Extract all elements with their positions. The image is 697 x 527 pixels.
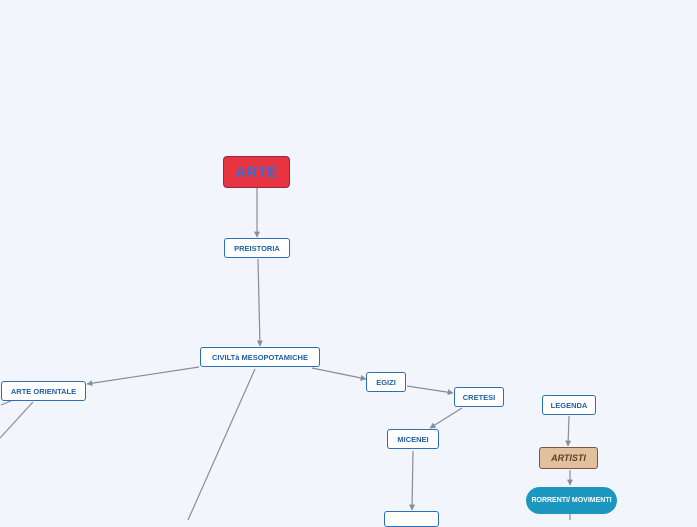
node-partial-bottom[interactable] [384, 511, 439, 527]
root-node-arte[interactable]: ARTE [223, 156, 290, 188]
edge-arte-orientale-left [0, 400, 12, 406]
node-artisti[interactable]: ARTISTI [539, 447, 598, 469]
edge-mesopotamiche-egizi [311, 367, 367, 381]
node-arte-orientale[interactable]: ARTE ORIENTALE [1, 381, 86, 401]
node-preistoria[interactable]: PREISTORIA [224, 238, 290, 258]
edge-egizi-cretesi [406, 385, 454, 396]
edge-preistoria-mesopotamiche [256, 258, 263, 347]
edge-legenda-artisti [565, 415, 572, 447]
edge-arte-orientale-down [0, 401, 34, 439]
node-cretesi[interactable]: CRETESI [454, 387, 504, 407]
node-civilta-mesopotamiche[interactable]: CIVILTà MESOPOTAMICHE [200, 347, 320, 367]
node-egizi[interactable]: EGIZI [366, 372, 406, 392]
edge-micenei-down [409, 450, 416, 511]
node-legenda[interactable]: LEGENDA [542, 395, 596, 415]
edge-mesopotamiche-arte-orientale [86, 366, 200, 387]
node-correnti-movimenti[interactable]: RORRENTI/ MOVIMENTI [526, 487, 617, 514]
edge-mesopotamiche-down [187, 368, 256, 520]
edge-cretesi-micenei [429, 407, 463, 429]
node-micenei[interactable]: MICENEI [387, 429, 439, 449]
